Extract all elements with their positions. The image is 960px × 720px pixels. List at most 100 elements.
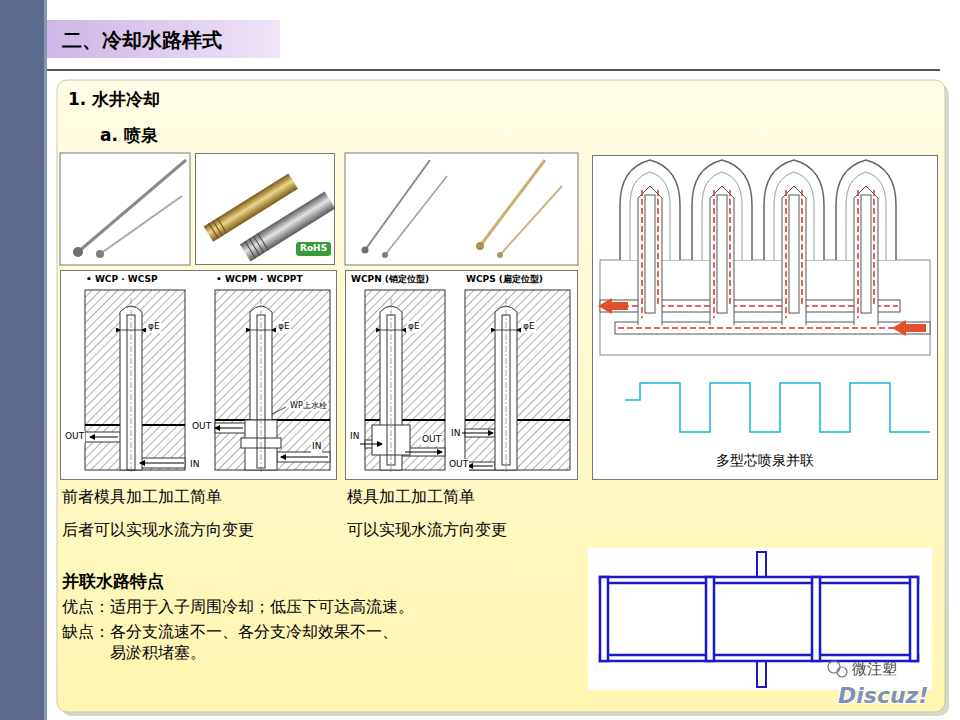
section-drawing-wcpm <box>215 420 330 470</box>
parallel-manifold-drawing <box>600 577 608 661</box>
photo-positioned-rods <box>385 176 447 255</box>
photo-threaded-tubes <box>209 223 219 238</box>
flow-label: IN <box>189 459 200 471</box>
parallel-manifold-drawing <box>706 577 714 661</box>
rohs-badge: RoHS <box>296 242 331 256</box>
section-drawing-wcpn <box>345 270 578 480</box>
photo-threaded-tubes <box>253 236 264 253</box>
subsection-heading: a. 喷泉 <box>100 124 158 146</box>
parallel-manifold-drawing <box>588 548 932 690</box>
parallel-manifold-drawing <box>812 577 820 661</box>
section-drawing-wcp <box>140 463 184 464</box>
flow-label: OUT <box>421 434 442 446</box>
content-panel-ground <box>57 80 949 716</box>
section-drawing-wcps <box>506 298 507 472</box>
parallel-manifold-drawing <box>600 577 918 583</box>
multi-core-fountain-drawing <box>598 298 628 314</box>
flow-label: IN <box>450 428 461 440</box>
caption-text: 前者模具加工加工简单 <box>62 487 222 508</box>
section-drawing-wcp <box>60 270 337 480</box>
section-heading: 1. 水井冷却 <box>68 88 160 110</box>
section-drawing-wcpm <box>277 452 330 462</box>
photo-threaded-tubes <box>217 218 227 233</box>
photo-positioned-rods <box>345 153 578 265</box>
photo-positioned-rods <box>500 186 562 255</box>
section-drawing-wcpn <box>391 298 392 472</box>
flow-label: OUT <box>64 431 85 443</box>
photo-fountain-rods <box>60 153 190 265</box>
parallel-manifold-drawing <box>910 577 918 661</box>
multi-core-fountain-drawing <box>836 160 896 325</box>
figure-caption: 多型芯喷泉并联 <box>593 452 937 470</box>
part-type-label: • WCP · WCSP <box>86 274 157 286</box>
section-drawing-wcpn <box>345 270 578 480</box>
section-drawing-wcpm <box>281 457 328 458</box>
parallel-manifold-drawing <box>757 660 766 687</box>
section-drawing-wcpn <box>360 444 382 445</box>
side-bar <box>0 0 47 720</box>
multi-core-fountain-drawing <box>618 327 926 329</box>
part-type-label: WCPN (销定位型) <box>351 274 429 286</box>
section-drawing-wcps <box>462 433 493 434</box>
part-label: WP上水栓 <box>289 401 328 411</box>
section-drawing-wcps <box>496 330 516 331</box>
photo-threaded-tubes <box>195 153 335 265</box>
photo-positioned-rods <box>365 160 430 250</box>
photo-fountain-rods <box>78 160 186 252</box>
multi-core-fountain-drawing <box>764 160 824 325</box>
flow-label: IN <box>349 431 360 443</box>
section-drawing-wcp <box>121 330 141 331</box>
section-drawing-wcp <box>90 437 118 438</box>
section-drawing-wcpn <box>381 330 401 331</box>
flow-label: OUT <box>191 421 212 433</box>
feature-heading: 并联水路特点 <box>62 570 164 592</box>
flow-label: IN <box>311 441 322 453</box>
photo-positioned-rods <box>480 160 545 246</box>
photo-fountain-rods <box>100 196 182 254</box>
watermark-icon <box>828 661 840 673</box>
photo-threaded-tubes <box>245 241 256 258</box>
content-panel-ground <box>57 80 945 712</box>
dimension-label: φE <box>407 321 421 333</box>
section-drawing-wcpm <box>215 290 330 472</box>
parallel-manifold-drawing <box>757 552 766 578</box>
photo-positioned-rods <box>345 153 578 265</box>
section-drawing-wcpn <box>365 290 445 420</box>
part-type-label: WCPS (扁定位型) <box>466 274 543 286</box>
photo-threaded-tubes <box>213 221 223 236</box>
photo-frame: RoHS <box>195 153 335 265</box>
photo-threaded-tubes <box>195 153 335 265</box>
caption-text: 后者可以实现水流方向变更 <box>62 520 254 541</box>
section-drawing-wcpm <box>215 428 243 429</box>
section-drawing-wcps <box>468 466 493 467</box>
caption-text: 模具加工加工简单 <box>347 487 475 508</box>
section-drawing-wcpn <box>405 452 442 453</box>
multi-core-fountain-drawing <box>620 160 680 325</box>
section-drawing-wcpm <box>215 423 247 433</box>
multi-core-fountain-drawing <box>692 160 752 325</box>
photo-positioned-rods <box>382 252 388 258</box>
flow-label: OUT <box>448 459 469 471</box>
dimension-label: φE <box>522 321 536 333</box>
section-drawing-wcp <box>131 298 132 472</box>
part-type-label: • WCPM · WCPPT <box>216 274 303 286</box>
title-band <box>47 69 940 71</box>
multi-core-fountain-drawing <box>592 155 938 480</box>
section-drawing-frame: WCPN (销定位型) WCPS (扁定位型) φE φE IN OUT IN OUT <box>345 270 578 480</box>
photo-threaded-tubes <box>249 239 260 256</box>
photo-fountain-rods <box>60 153 190 265</box>
dimension-label: φE <box>147 321 161 333</box>
side-bar <box>44 0 47 720</box>
section-drawing-wcpn <box>365 419 445 421</box>
multi-core-fountain-drawing <box>892 320 926 336</box>
section-drawing-wcps <box>465 290 570 470</box>
content-panel: RoHS • WCP · WCSP • WCPM · WCPPT φE φE OUT IN O… <box>57 80 945 712</box>
section-drawing-wcpm <box>261 298 262 472</box>
watermark-icon <box>837 667 847 677</box>
multi-core-fountain-drawing <box>592 155 938 480</box>
section-drawing-wcp <box>60 270 337 480</box>
title-band <box>47 20 940 70</box>
photo-threaded-tubes <box>258 233 269 250</box>
caption-text: 可以实现水流方向变更 <box>347 520 507 541</box>
